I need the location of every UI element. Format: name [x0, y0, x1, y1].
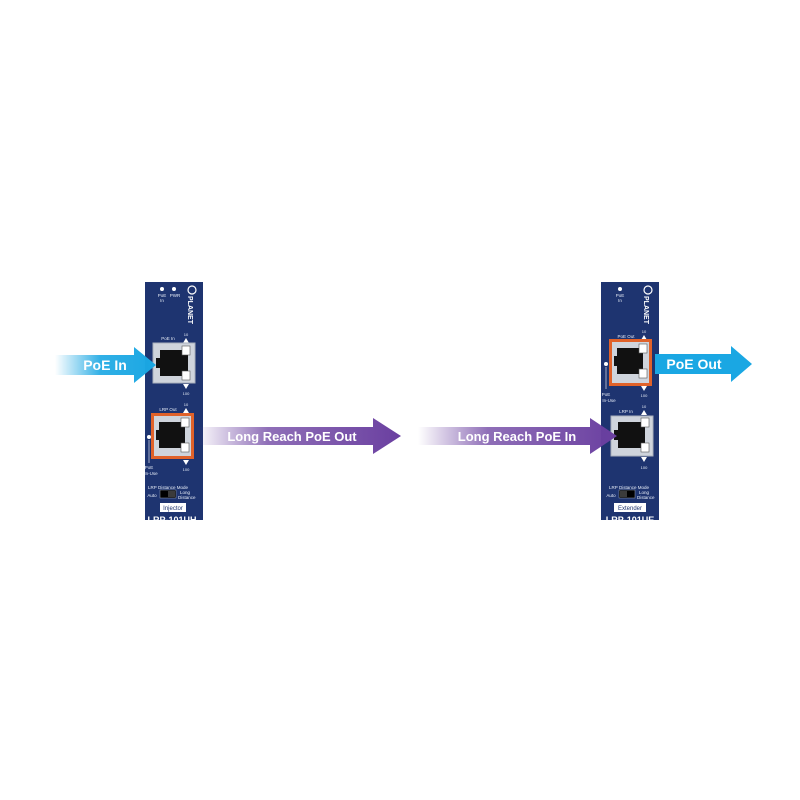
arrow-right-icon	[55, 347, 156, 383]
extender-inuse-led	[604, 362, 608, 366]
injector-model: LRP-101UH	[147, 515, 196, 525]
injector-led-poe-sub-label: In	[160, 298, 164, 303]
injector-port2-label: LRP Out	[159, 407, 177, 412]
injector-inuse-line1: PoE	[145, 465, 154, 470]
extender-led-poe-sub-label: In	[618, 298, 622, 303]
injector-port1-speed-top: 10	[184, 332, 189, 337]
lr-poe-in-label: Long Reach PoE In	[458, 429, 577, 444]
extender-mode-auto: Auto	[606, 493, 616, 498]
injector-device: PoE In PWR PLANET PoE In 10 100 LRP Out …	[144, 282, 203, 525]
arrow-right-icon	[196, 418, 401, 454]
extender-port1-speed-top: 10	[642, 329, 647, 334]
extender-led-poe-label: PoE	[616, 293, 625, 298]
triangle-up-icon	[183, 408, 189, 413]
extender-brand: PLANET	[642, 296, 649, 325]
injector-role-badge	[160, 503, 186, 512]
injector-port2-speed-top: 10	[184, 402, 189, 407]
triangle-up-icon	[641, 335, 647, 340]
arrow-right-icon	[418, 418, 617, 454]
injector-port2-speed-bottom: 100	[183, 467, 190, 472]
injector-mode-title: LRP Distance Mode	[148, 485, 188, 490]
extender-port2-speed-bottom: 100	[641, 465, 648, 470]
poe-out-label: PoE Out	[666, 356, 722, 372]
extender-planet-logo: PLANET	[642, 285, 653, 325]
injector-inuse-led	[147, 435, 151, 439]
lr-poe-in-arrow: Long Reach PoE In	[418, 418, 617, 454]
extender-mode-switch[interactable]	[618, 489, 636, 499]
injector-port1-label: PoE In	[161, 336, 175, 341]
triangle-down-icon	[641, 457, 647, 462]
injector-led-pwr-label: PWR	[170, 293, 181, 298]
extender-faceplate	[601, 282, 659, 520]
rj45-jack-icon	[614, 343, 648, 379]
injector-port1-speed-bottom: 100	[183, 391, 190, 396]
lr-poe-out-arrow: Long Reach PoE Out	[196, 418, 401, 454]
injector-mode-switch[interactable]	[159, 489, 177, 499]
poe-in-label: PoE In	[83, 357, 127, 373]
extender-mode-title: LRP Distance Mode	[609, 485, 649, 490]
extender-poe-led	[618, 287, 622, 291]
extender-inuse-line2: In-Use	[602, 398, 616, 403]
poe-in-arrow: PoE In	[55, 347, 156, 383]
injector-brand: PLANET	[186, 296, 193, 325]
extender-port2-speed-top: 10	[642, 404, 647, 409]
extender-port1-label: PoE Out	[617, 334, 635, 339]
injector-mode-auto: Auto	[147, 493, 157, 498]
planet-globe-icon	[643, 285, 653, 295]
triangle-down-icon	[183, 384, 189, 389]
triangle-up-icon	[641, 410, 647, 415]
planet-globe-icon	[187, 285, 197, 295]
extender-port2-label: LRP In	[619, 409, 633, 414]
extender-port1-speed-bottom: 100	[641, 393, 648, 398]
injector-mode-long1: Long	[180, 490, 191, 495]
injector-poe-led	[160, 287, 164, 291]
extender-inuse-line1: PoE	[602, 392, 611, 397]
rj45-jack-icon	[156, 345, 191, 381]
injector-led-poe-label: PoE	[158, 293, 167, 298]
extender-role-label: Extender	[618, 506, 642, 512]
injector-planet-logo: PLANET	[186, 285, 197, 325]
rj45-jack-icon	[614, 417, 650, 453]
lr-poe-out-label: Long Reach PoE Out	[227, 429, 357, 444]
injector-mode-long2: Distance	[178, 495, 196, 500]
extender-model: LRP-101UE	[606, 515, 655, 525]
injector-role-label: Injector	[163, 506, 183, 512]
triangle-down-icon	[641, 386, 647, 391]
extender-device: PoE In PLANET PoE Out 10 100 PoE In-Use …	[601, 282, 659, 525]
injector-faceplate	[145, 282, 203, 520]
injector-pwr-led	[172, 287, 176, 291]
injector-inuse-line2: In-Use	[144, 471, 158, 476]
arrow-right-icon	[655, 346, 752, 382]
extender-mode-long2: Distance	[637, 495, 655, 500]
rj45-jack-icon	[156, 417, 190, 453]
triangle-up-icon	[183, 338, 189, 343]
extender-mode-long1: Long	[639, 490, 650, 495]
extender-role-badge	[614, 503, 646, 512]
triangle-down-icon	[183, 460, 189, 465]
poe-out-arrow: PoE Out	[655, 346, 752, 382]
